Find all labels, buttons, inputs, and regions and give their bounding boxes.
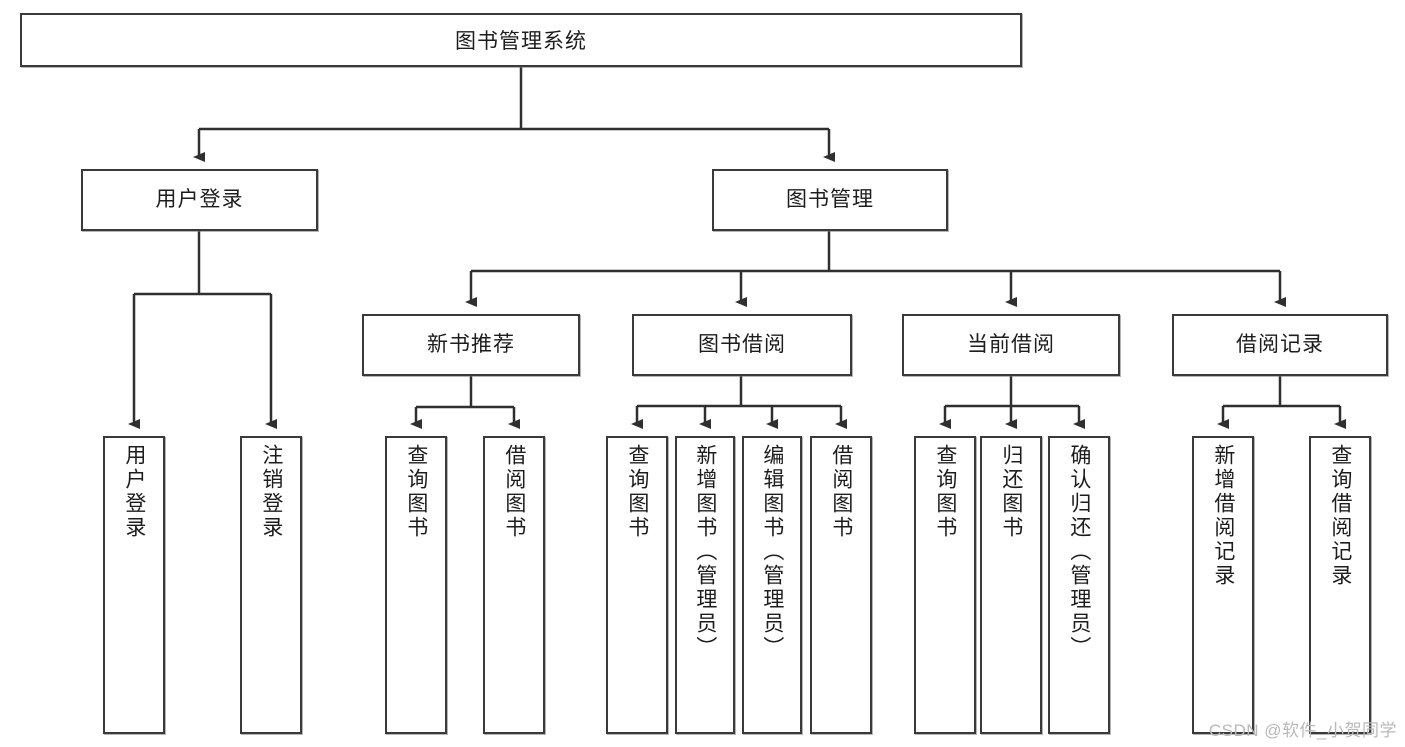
- leaf-current-borrow-query-book[interactable]: 查询图书: [914, 436, 976, 734]
- node-new-book-recommend[interactable]: 新书推荐: [362, 314, 580, 376]
- leaf-label: 借阅图书: [829, 444, 853, 540]
- leaf-label: 查询图书: [625, 444, 649, 540]
- leaf-label: 新增图书（管理员）: [693, 444, 717, 660]
- node-label: 新书推荐: [427, 333, 515, 357]
- node-user-login[interactable]: 用户登录: [81, 169, 318, 231]
- leaf-user-login-logout[interactable]: 注销登录: [240, 436, 302, 734]
- node-current-borrow[interactable]: 当前借阅: [902, 314, 1120, 376]
- leaf-label: 注销登录: [259, 444, 283, 540]
- watermark-text: CSDN @软件_小贺同学: [1208, 721, 1397, 740]
- node-label: 当前借阅: [967, 333, 1055, 357]
- leaf-label: 借阅图书: [502, 444, 526, 540]
- leaf-label: 归还图书: [999, 444, 1023, 540]
- leaf-book-borrow-add-book-admin[interactable]: 新增图书（管理员）: [675, 436, 735, 734]
- node-book-management[interactable]: 图书管理: [712, 169, 948, 231]
- leaf-new-book-borrow-book[interactable]: 借阅图书: [483, 436, 545, 734]
- leaf-label: 编辑图书（管理员）: [760, 444, 784, 660]
- leaf-label: 查询图书: [933, 444, 957, 540]
- leaf-user-login-login[interactable]: 用户登录: [103, 436, 165, 734]
- leaf-borrow-records-add-record[interactable]: 新增借阅记录: [1192, 436, 1254, 734]
- leaf-book-borrow-query-book[interactable]: 查询图书: [606, 436, 668, 734]
- node-label: 借阅记录: [1236, 333, 1324, 357]
- node-label: 图书管理系统: [455, 30, 587, 53]
- leaf-current-borrow-confirm-return-admin[interactable]: 确认归还（管理员）: [1048, 436, 1110, 734]
- leaf-book-borrow-borrow-book[interactable]: 借阅图书: [810, 436, 872, 734]
- leaf-current-borrow-return-book[interactable]: 归还图书: [980, 436, 1042, 734]
- leaf-new-book-query-book[interactable]: 查询图书: [385, 436, 447, 734]
- leaf-label: 确认归还（管理员）: [1067, 444, 1091, 660]
- node-label: 用户登录: [155, 188, 244, 212]
- node-book-borrow[interactable]: 图书借阅: [632, 314, 852, 376]
- leaf-label: 用户登录: [122, 444, 146, 540]
- leaf-label: 查询图书: [404, 444, 428, 540]
- leaf-label: 查询借阅记录: [1328, 444, 1352, 588]
- node-root-book-management-system[interactable]: 图书管理系统: [20, 13, 1022, 67]
- leaf-book-borrow-edit-book-admin[interactable]: 编辑图书（管理员）: [742, 436, 802, 734]
- leaf-borrow-records-query-record[interactable]: 查询借阅记录: [1309, 436, 1371, 734]
- node-label: 图书管理: [786, 188, 874, 212]
- node-label: 图书借阅: [698, 333, 786, 357]
- leaf-label: 新增借阅记录: [1211, 444, 1235, 588]
- node-borrow-records[interactable]: 借阅记录: [1172, 314, 1388, 376]
